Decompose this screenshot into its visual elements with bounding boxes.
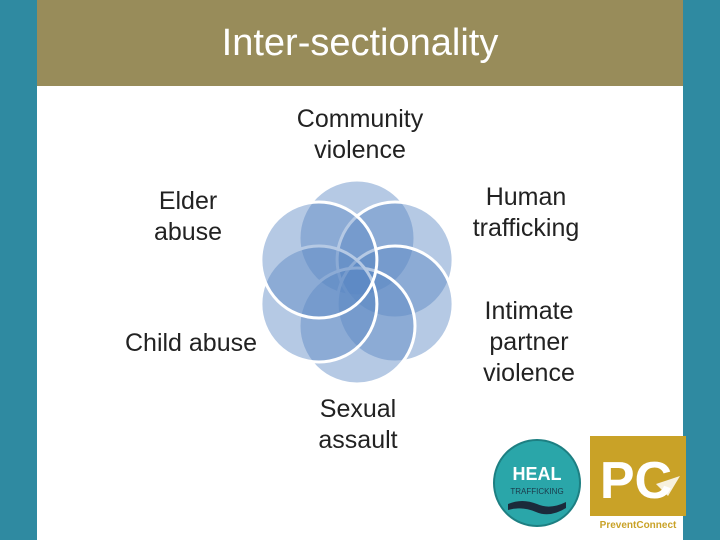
heal-trafficking-logo: HEAL TRAFFICKING bbox=[493, 439, 581, 527]
slide-title: Inter-sectionality bbox=[221, 22, 499, 64]
pc-logo-subtext: PreventConnect bbox=[600, 520, 677, 531]
pc-logo-text: PC bbox=[600, 452, 672, 510]
heal-logo-subtext: TRAFFICKING bbox=[510, 487, 563, 496]
label-sexual-assault: Sexual assault bbox=[318, 395, 398, 454]
venn-diagram bbox=[259, 178, 455, 386]
circle-6 bbox=[259, 200, 379, 320]
label-child-abuse: Child abuse bbox=[124, 329, 258, 357]
pc-arrow-icon bbox=[656, 476, 680, 496]
preventconnect-logo: PC PreventConnect bbox=[590, 436, 686, 531]
slide: Inter-sectionality Community violence Hu… bbox=[37, 0, 686, 540]
label-elder-abuse: Elder abuse bbox=[153, 187, 223, 246]
hand-icon bbox=[508, 501, 566, 515]
label-community-violence: Community violence bbox=[296, 105, 424, 164]
circle-1 bbox=[297, 178, 417, 298]
circle-2 bbox=[335, 200, 455, 320]
circle-4 bbox=[297, 266, 417, 386]
circle-5 bbox=[259, 244, 379, 364]
title-bar: Inter-sectionality bbox=[37, 0, 683, 86]
heal-logo-text: HEAL bbox=[513, 464, 562, 484]
label-human-trafficking: Human trafficking bbox=[472, 183, 580, 242]
circle-3 bbox=[335, 244, 455, 364]
label-intimate-partner-violence: Intimate partner violence bbox=[483, 297, 575, 387]
